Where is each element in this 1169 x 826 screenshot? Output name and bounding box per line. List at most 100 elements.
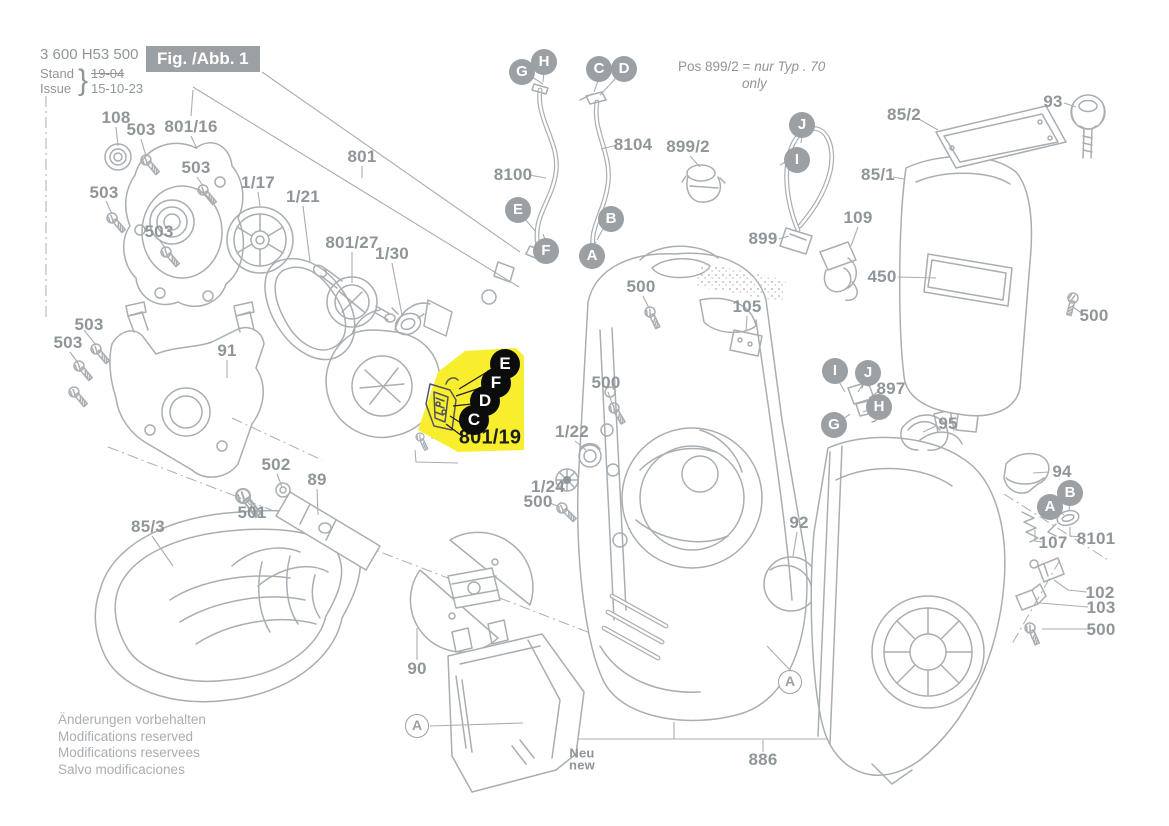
part-drawing-switch-109 [819, 241, 858, 301]
part-label-102: 102 [1085, 583, 1115, 602]
part-label-95: 95 [938, 414, 958, 433]
part-label-886: 886 [748, 750, 778, 769]
position-note: Pos 899/2 = nur Typ . 70 only [678, 58, 825, 92]
part-label-94: 94 [1052, 462, 1072, 481]
issue-value: 15-10-23 [91, 81, 144, 96]
part-drawing-clip-8101 [1047, 509, 1080, 537]
note-prefix: Pos 899/2 = [678, 59, 751, 74]
part-label-450: 450 [867, 267, 897, 286]
part-label-85-1: 85/1 [861, 165, 895, 184]
stand-label: Stand [40, 66, 74, 81]
part-drawing-bar-89 [275, 491, 381, 571]
part-drawing-lid-85-2 [935, 105, 1067, 169]
modifications-notice: Änderungen vorbehalten Modifications res… [58, 712, 206, 778]
callout-E-cable: E [505, 197, 531, 223]
part-label-108: 108 [101, 108, 131, 127]
issue-label: Issue [40, 81, 72, 96]
part-label-500-left-low: 500 [523, 492, 553, 511]
part-label-92: 92 [789, 513, 809, 532]
part-label-899: 899 [748, 229, 778, 248]
part-label-1-30: 1/30 [375, 244, 409, 263]
part-drawing-blade-discs-90 [409, 531, 534, 653]
part-label-503-c: 503 [89, 183, 119, 202]
part-label-500-bottom-right: 500 [1086, 620, 1116, 639]
part-drawing-tray-85-3 [94, 509, 362, 703]
part-drawing-rear-housing-886 [810, 409, 1006, 785]
part-label-503-e: 503 [74, 315, 104, 334]
part-drawing-cone-102 [1029, 557, 1065, 583]
part-label-90: 90 [407, 659, 427, 678]
part-drawing-housing-85-1 [898, 155, 1033, 433]
part-drawing-cable-899 [779, 126, 835, 255]
callout-G-897: G [821, 412, 847, 438]
part-label-500-right: 500 [1079, 306, 1109, 325]
new-flag-en: new [569, 757, 595, 773]
part-label-8100: 8100 [493, 165, 533, 184]
part-drawing-rotor-801-27 [312, 264, 396, 328]
part-drawing-pulley-1-17 [226, 206, 294, 274]
callout-C-top: C [586, 56, 612, 82]
revision-block: Stand Issue } 19-04 15-10-23 [40, 64, 143, 98]
part-label-1-24: 1/24 [531, 477, 565, 496]
part-label-91: 91 [217, 341, 237, 360]
part-label-107: 107 [1038, 533, 1068, 552]
part-label-500-top-center: 500 [626, 277, 656, 296]
part-label-897: 897 [876, 379, 906, 398]
callout-G-top: G [509, 59, 535, 85]
callout-H-top: H [531, 49, 557, 75]
part-label-89: 89 [307, 470, 327, 489]
part-drawing-front-housing [577, 245, 819, 722]
part-label-103: 103 [1086, 598, 1116, 617]
part-label-8101: 8101 [1076, 529, 1116, 548]
stand-value: 19-04 [91, 66, 125, 81]
part-label-801-16: 801/16 [164, 117, 218, 136]
part-drawing-screw-500-right [1062, 291, 1082, 318]
part-drawing-ring-1-22 [578, 442, 602, 468]
part-drawing-gear-1-24 [555, 468, 579, 492]
part-drawing-gear-cover-801-16 [123, 142, 245, 307]
callout-F-cable: F [533, 238, 559, 264]
part-drawing-spring-107 [1021, 511, 1039, 543]
part-label-1-22: 1/22 [555, 422, 589, 441]
notice-de: Änderungen vorbehalten [58, 712, 206, 727]
part-drawing-flange-1-30 [391, 307, 425, 336]
note-only: only [742, 76, 767, 91]
part-drawing-screw-500-bottom-right [1019, 620, 1047, 647]
part-drawing-tee-103 [1015, 583, 1047, 611]
document-number: 3 600 H53 500 [40, 46, 139, 63]
note-type: nur Typ . 70 [754, 59, 826, 74]
callout-A-cable: A [579, 243, 605, 269]
part-label-105: 105 [732, 297, 762, 316]
part-label-85-3: 85/3 [131, 517, 165, 536]
part-label-503-a: 503 [126, 120, 156, 139]
part-drawing-bracket-91 [109, 301, 265, 478]
part-label-93: 93 [1043, 92, 1063, 111]
callout-B-cable: B [598, 206, 624, 232]
callout-I-897: I [822, 358, 848, 384]
callout-A-rear: A [778, 670, 802, 694]
part-label-801-27: 801/27 [325, 233, 379, 252]
callout-D-top: D [611, 56, 637, 82]
part-drawing-cap-899-2 [681, 164, 726, 203]
part-label-85-2: 85/2 [887, 105, 921, 124]
callout-B-94: B [1057, 480, 1083, 506]
callout-C-hl: C [459, 405, 489, 435]
figure-badge: Fig. /Abb. 1 [146, 46, 260, 72]
notice-es: Salvo modificaciones [58, 761, 185, 777]
part-label-502: 502 [261, 455, 291, 474]
part-label-801: 801 [347, 147, 377, 166]
part-label-503-d: 503 [144, 222, 174, 241]
new-flag-de: Neu [569, 745, 595, 761]
callout-J-897: J [855, 360, 881, 386]
part-drawing-strap-95 [900, 414, 949, 451]
callout-I-899: I [784, 147, 810, 173]
part-drawing-chute [447, 619, 585, 793]
part-drawing-cable-8104 [579, 91, 611, 265]
part-drawing-washer-502 [275, 482, 291, 498]
part-label-503-b: 503 [181, 158, 211, 177]
part-drawing-grommet-108 [104, 143, 132, 171]
callout-A-chute: A [405, 714, 429, 738]
part-label-1-21: 1/21 [286, 187, 320, 206]
